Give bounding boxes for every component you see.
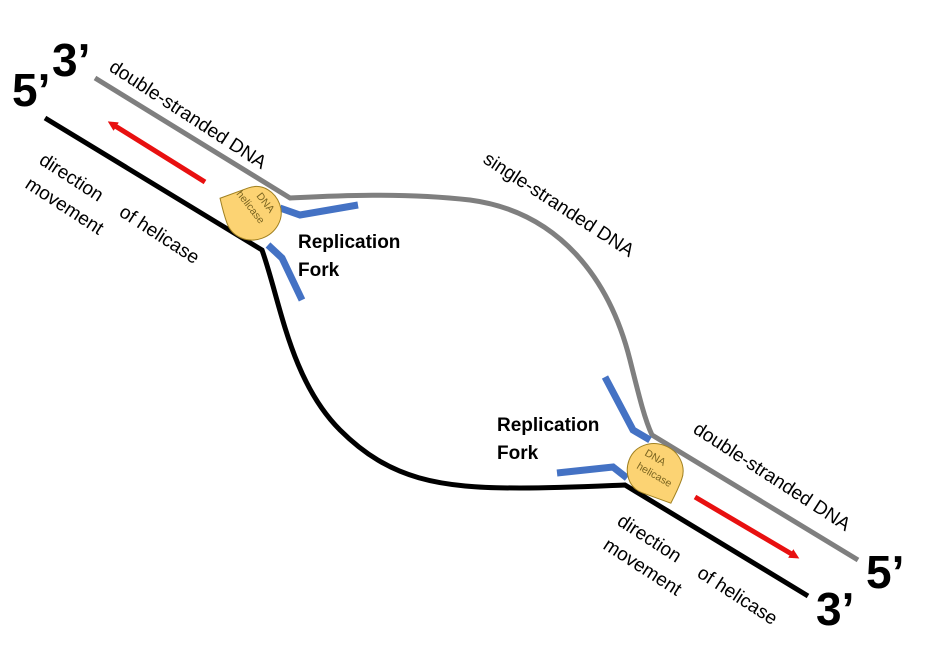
left-bottom-end-label: 5’ [12,64,50,116]
top-template-strand [93,75,860,563]
right-fork-label-line1: Replication [497,415,599,436]
left-fork-upper-primer [278,201,359,219]
right-double-strand-label: double-stranded DNA [689,419,854,536]
bottom-template-strand [43,115,810,599]
left-direction-label-line2: of helicase [115,202,203,269]
left-double-strand-label: double-stranded DNA [105,57,270,174]
right-direction-arrow [693,494,800,559]
left-helicase [219,186,282,241]
left-direction-arrow [107,121,207,185]
right-fork-label-line2: Fork [497,443,539,464]
right-bottom-end-label: 3’ [816,583,854,635]
left-fork-label-line2: Fork [298,260,340,281]
left-fork-lower-primer [265,242,306,302]
right-fork-lower-primer [556,463,630,481]
left-fork-label-line1: Replication [298,232,400,253]
right-helicase [626,443,684,504]
left-top-end-label: 3’ [52,34,90,86]
right-fork-upper-primer [601,375,652,444]
right-top-end-label: 5’ [866,546,904,598]
